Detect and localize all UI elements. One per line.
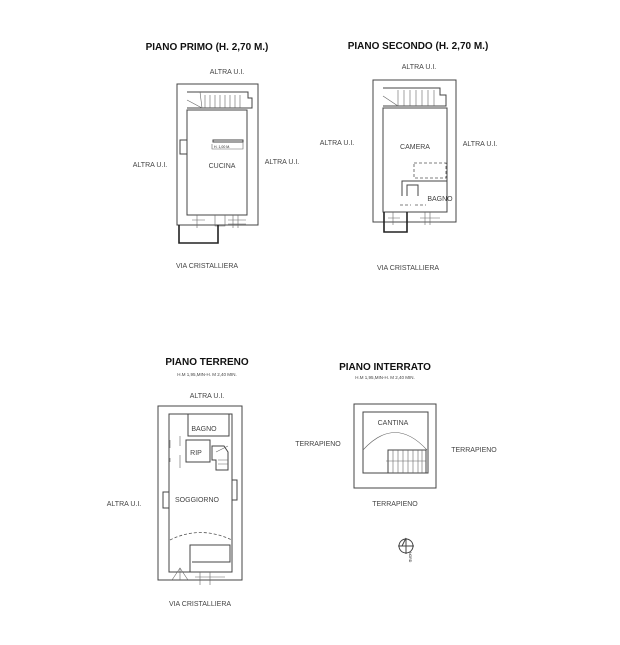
plan-subtitle: H.M 1,95,MIN-H. M 2,40 MIN. (177, 372, 237, 377)
balcony (383, 212, 408, 233)
room-cantina: CANTINA (378, 420, 409, 427)
outer-wall (353, 403, 437, 489)
bathroom-walls (187, 414, 230, 437)
label-left: TERRAPIENO (295, 441, 341, 448)
label-top: ALTRA U.I. (210, 69, 245, 76)
label-street: VIA CRISTALLIERA (176, 263, 238, 270)
inner-wall (382, 107, 448, 213)
label-left: ALTRA U.I. (107, 501, 142, 508)
stair-treads (382, 90, 435, 107)
stair-treads (186, 91, 241, 109)
plan-title: PIANO SECONDO (H. 2,70 M.) (348, 41, 489, 52)
plan-title: PIANO TERRENO (165, 357, 249, 368)
plan-piano-secondo: PIANO SECONDO (H. 2,70 M.) ALTRA U.I. AL… (320, 41, 498, 272)
plan-title: PIANO PRIMO (H. 2,70 M.) (146, 42, 269, 53)
label-right: ALTRA U.I. (265, 159, 300, 166)
doors-windows (171, 567, 225, 585)
room-soggiorno: SOGGIORNO (175, 497, 220, 504)
counter (189, 544, 231, 572)
room-cucina: CUCINA (209, 163, 236, 170)
window (162, 491, 170, 509)
staircase (211, 445, 229, 471)
label-street: VIA CRISTALLIERA (169, 601, 231, 608)
north-compass-icon: NORD (398, 537, 414, 563)
vault-arc (362, 432, 428, 451)
window (179, 139, 188, 155)
room-bagno: BAGNO (191, 426, 217, 433)
room-rip: RIP (190, 450, 202, 457)
plan-subtitle: H.M 1,95,MIN-H. M 2,40 MIN. (355, 375, 415, 380)
label-left: ALTRA U.I. (320, 140, 355, 147)
stair-treads (386, 450, 426, 473)
doors-windows (192, 215, 246, 228)
plan-title: PIANO INTERRATO (339, 362, 431, 373)
plan-piano-interrato: PIANO INTERRATO H.M 1,95,MIN-H. M 2,40 M… (295, 362, 497, 508)
inner-wall (186, 109, 248, 216)
room-bagno: BAGNO (427, 196, 453, 203)
bathroom-walls (401, 180, 447, 196)
label-street: VIA CRISTALLIERA (377, 265, 439, 272)
room-camera: CAMERA (400, 144, 430, 151)
balcony (178, 225, 219, 244)
inner-wall (168, 413, 233, 573)
staircase (387, 449, 427, 474)
label-left: ALTRA U.I. (133, 162, 168, 169)
height-note: H. 1,00 M. (214, 145, 230, 149)
closet-walls (185, 439, 211, 463)
staircase (383, 87, 447, 107)
outer-wall (176, 83, 259, 226)
label-top: ALTRA U.I. (402, 64, 437, 71)
wardrobe (413, 162, 447, 179)
doors-windows (388, 212, 440, 225)
window (231, 479, 238, 501)
counter (212, 139, 244, 143)
label-bottom: TERRAPIENO (372, 501, 418, 508)
label-top: ALTRA U.I. (190, 393, 225, 400)
outer-wall (372, 79, 457, 223)
plan-piano-primo: PIANO PRIMO (H. 2,70 M.) ALTRA U.I. ALTR… (133, 42, 300, 270)
label-right: TERRAPIENO (451, 447, 497, 454)
compass-label: NORD (408, 552, 412, 563)
label-right: ALTRA U.I. (463, 141, 498, 148)
plan-piano-terreno: PIANO TERRENO H.M 1,95,MIN-H. M 2,40 MIN… (107, 357, 249, 608)
staircase (187, 91, 253, 109)
arch (169, 532, 233, 541)
